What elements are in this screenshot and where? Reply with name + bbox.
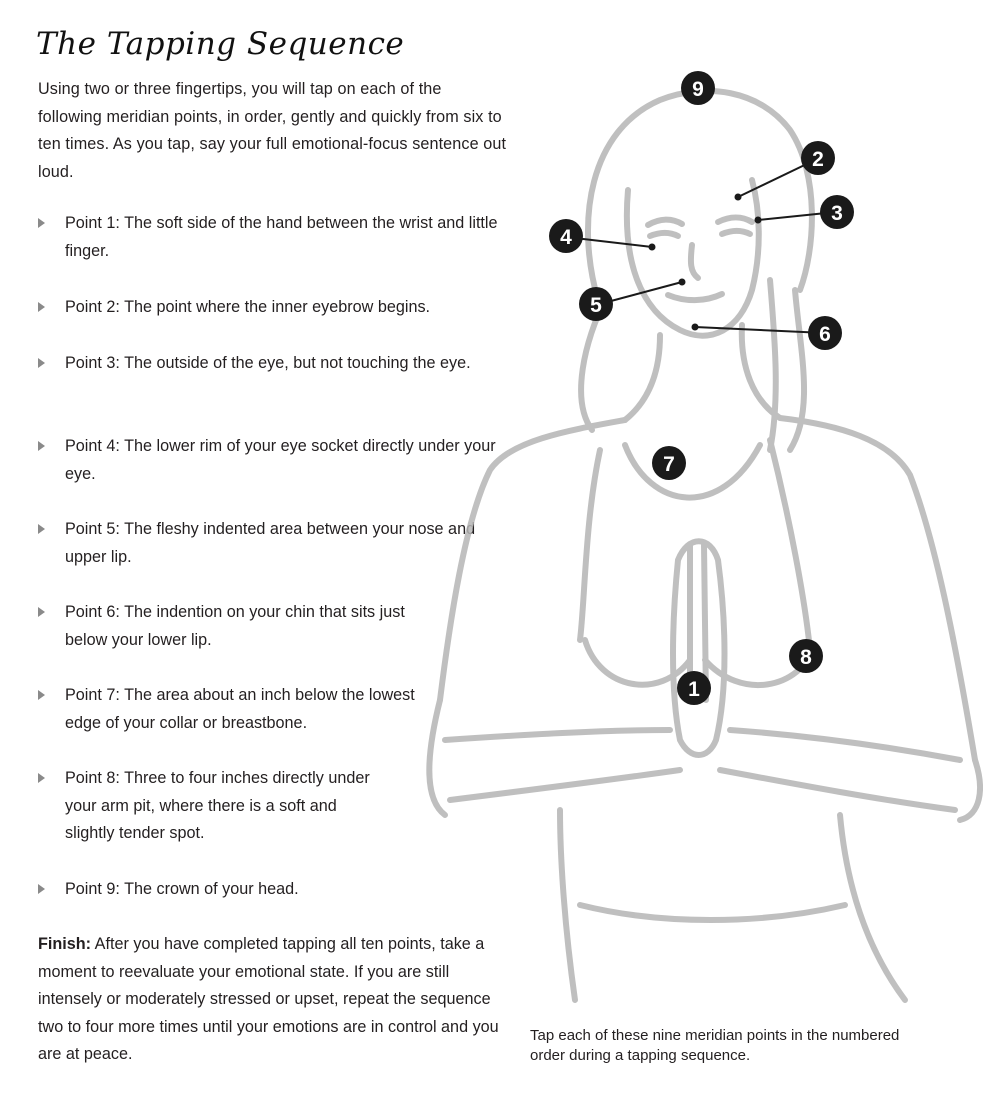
point-text: Point 8: Three to four inches directly u… bbox=[65, 769, 370, 842]
finish-paragraph: Finish: After you have completed tapping… bbox=[38, 931, 508, 1069]
marker-point-3: 3 bbox=[820, 195, 854, 229]
bullet-arrow-icon bbox=[38, 607, 45, 617]
intro-paragraph: Using two or three fingertips, you will … bbox=[38, 80, 507, 181]
bullet-arrow-icon bbox=[38, 218, 45, 228]
marker-point-5: 5 bbox=[579, 287, 613, 321]
bullet-arrow-icon bbox=[38, 358, 45, 368]
finish-text: After you have completed tapping all ten… bbox=[38, 935, 499, 1063]
point-text: Point 1: The soft side of the hand betwe… bbox=[65, 214, 498, 260]
marker-point-8: 8 bbox=[789, 639, 823, 673]
meridian-points-figure: 9 2 3 4 5 6 7 8 1 bbox=[426, 71, 983, 1003]
bullet-arrow-icon bbox=[38, 524, 45, 534]
figure-sketch bbox=[426, 87, 983, 1003]
point-text: Point 5: The fleshy indented area betwee… bbox=[65, 520, 476, 566]
bullet-arrow-icon bbox=[38, 690, 45, 700]
marker-label: 6 bbox=[819, 323, 831, 346]
marker-point-9: 9 bbox=[681, 71, 715, 105]
finish-label: Finish: bbox=[38, 935, 92, 953]
marker-label: 2 bbox=[812, 148, 824, 171]
figure-caption: Tap each of these nine meridian points i… bbox=[530, 1027, 900, 1064]
marker-point-6: 6 bbox=[808, 316, 842, 350]
point-text: Point 2: The point where the inner eyebr… bbox=[65, 298, 431, 316]
page-title: The Tapping Sequence bbox=[36, 26, 405, 62]
point-text: Point 9: The crown of your head. bbox=[65, 880, 299, 898]
marker-point-4: 4 bbox=[549, 219, 583, 253]
marker-label: 4 bbox=[560, 226, 572, 249]
marker-label: 1 bbox=[688, 678, 700, 701]
marker-point-7: 7 bbox=[652, 446, 686, 480]
marker-label: 3 bbox=[831, 202, 843, 225]
marker-label: 8 bbox=[800, 646, 812, 669]
marker-point-2: 2 bbox=[801, 141, 835, 175]
point-text: Point 7: The area about an inch below th… bbox=[65, 686, 415, 732]
point-text: Point 3: The outside of the eye, but not… bbox=[65, 354, 471, 372]
marker-label: 5 bbox=[590, 294, 602, 317]
point-text: Point 6: The indention on your chin that… bbox=[65, 603, 405, 649]
bullet-arrow-icon bbox=[38, 773, 45, 783]
point-text: Point 4: The lower rim of your eye socke… bbox=[65, 437, 496, 483]
marker-label: 9 bbox=[692, 78, 704, 101]
marker-label: 7 bbox=[663, 453, 675, 476]
bullet-arrow-icon bbox=[38, 302, 45, 312]
bullet-arrow-icon bbox=[38, 441, 45, 451]
bullet-arrow-icon bbox=[38, 884, 45, 894]
marker-target-dots bbox=[648, 193, 762, 331]
marker-point-1: 1 bbox=[677, 671, 711, 705]
